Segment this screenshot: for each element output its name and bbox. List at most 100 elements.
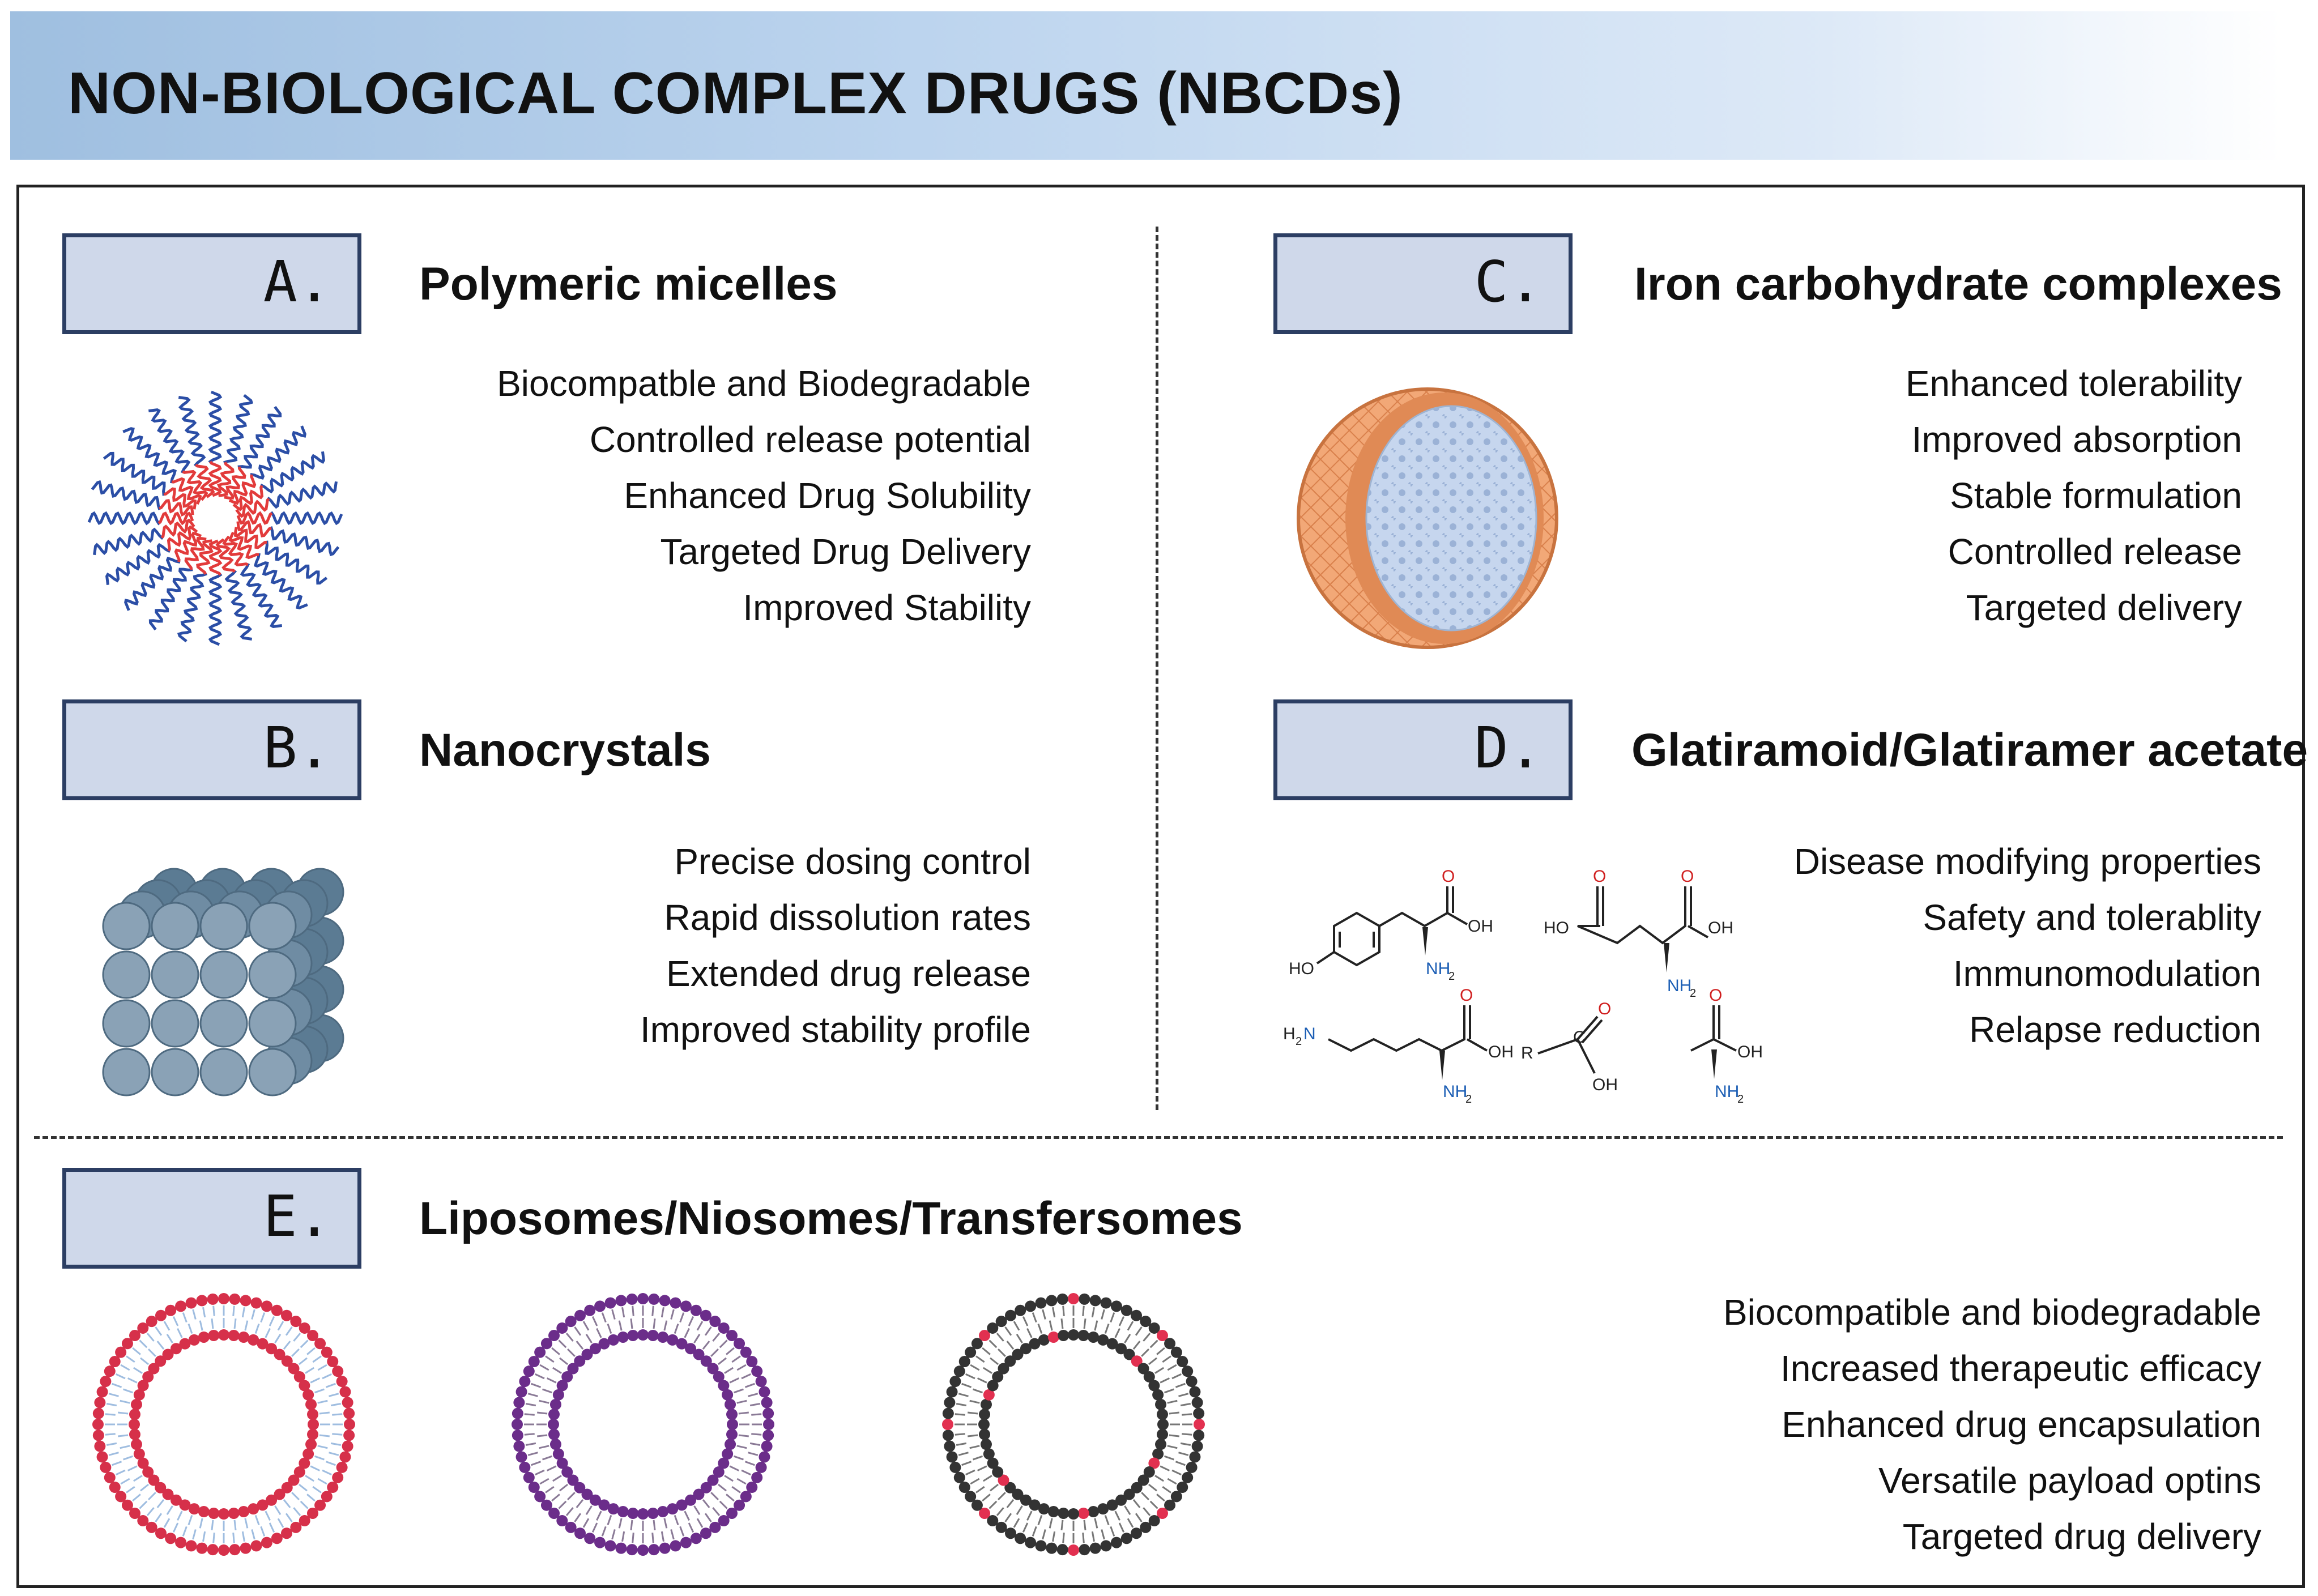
lipid-tail xyxy=(254,1324,260,1334)
lipid-head-inner xyxy=(726,1409,738,1420)
lipid-head-outer xyxy=(995,1521,1007,1533)
lipid-tail xyxy=(1132,1499,1141,1508)
lipid-head-inner xyxy=(978,1428,990,1440)
lipid-tail xyxy=(582,1321,590,1331)
lipid-tail xyxy=(233,1318,237,1329)
feature-item: Improved stability profile xyxy=(640,1009,1031,1050)
lipid-head-inner xyxy=(627,1508,639,1520)
lipid-head-outer xyxy=(740,1491,752,1503)
lipid-head-inner xyxy=(299,1457,310,1469)
lipid-head-outer xyxy=(290,1521,302,1533)
micelle-tail xyxy=(223,394,254,465)
lipid-head-outer xyxy=(615,1542,627,1554)
lipid-tail xyxy=(574,1513,582,1522)
lipid-tail xyxy=(317,1364,327,1371)
lipid-tail xyxy=(632,1533,634,1543)
lipid-tail xyxy=(567,1349,576,1357)
lipid-head-inner xyxy=(713,1466,725,1478)
lipid-head-outer xyxy=(1079,1544,1090,1556)
lipid-head-outer xyxy=(342,1397,353,1409)
lipid-head-outer xyxy=(250,1540,262,1552)
lipid-head-outer xyxy=(1046,1295,1058,1307)
lipid-tail xyxy=(202,1307,206,1318)
lipid-head-inner xyxy=(302,1389,314,1401)
lipid-head-inner xyxy=(148,1474,160,1486)
lipid-head-outer xyxy=(512,1419,523,1430)
lipid-tail xyxy=(961,1461,972,1466)
lipid-tail xyxy=(133,1367,143,1374)
lipid-tail xyxy=(558,1339,567,1349)
lipid-tail xyxy=(182,1312,188,1323)
lipid-head-inner xyxy=(676,1499,688,1511)
micelle-tail xyxy=(269,526,340,557)
lipid-head-outer xyxy=(1005,1309,1016,1321)
chem-label: R xyxy=(1521,1044,1533,1062)
lipid-head-inner xyxy=(589,1494,601,1506)
lipid-head-inner xyxy=(607,1503,619,1515)
micelle-tail xyxy=(254,553,308,609)
chem-label: O xyxy=(1598,1000,1611,1018)
lipid-head-outer xyxy=(165,1304,177,1316)
lipid-head-outer xyxy=(175,1300,187,1312)
lipid-head-inner xyxy=(548,1419,559,1430)
nanocrystal-illustration xyxy=(102,868,344,1096)
lipid-head-outer xyxy=(306,1330,318,1342)
lipid-head-inner xyxy=(657,1331,669,1343)
lipid-head-outer xyxy=(604,1540,616,1552)
lipid-tail xyxy=(576,1341,584,1350)
lipid-head-inner xyxy=(1097,1503,1109,1515)
micelle-tail xyxy=(87,511,161,526)
lipid-tail xyxy=(679,1526,685,1537)
lipid-head-outer xyxy=(548,1507,560,1519)
crystal-sphere xyxy=(102,1048,151,1096)
lipid-head-outer xyxy=(1140,1316,1152,1328)
lipid-tail xyxy=(1083,1318,1086,1329)
lipid-head-inner xyxy=(567,1363,579,1375)
lipid-head-outer xyxy=(175,1537,187,1548)
lipid-head-outer xyxy=(229,1293,241,1305)
lipid-tail xyxy=(663,1518,668,1529)
lipid-tail xyxy=(244,1320,249,1331)
lipid-head-outer xyxy=(1025,1300,1037,1312)
lipid-head-inner xyxy=(170,1494,182,1506)
lipid-head-outer xyxy=(1120,1533,1132,1544)
lipid-tail xyxy=(653,1318,656,1329)
lipid-tail xyxy=(148,1349,156,1357)
lipid-head-inner xyxy=(978,1409,990,1420)
micelle-core-chain xyxy=(234,527,267,549)
lipid-tail xyxy=(156,1341,165,1350)
section-b-title: Nanocrystals xyxy=(419,724,711,776)
lipid-tail xyxy=(293,1507,301,1516)
lipid-tail xyxy=(155,1513,163,1522)
lipid-head-inner xyxy=(1155,1398,1167,1410)
lipid-tail xyxy=(1154,1475,1164,1482)
lipid-tail xyxy=(1114,1510,1120,1521)
lipid-tail xyxy=(314,1388,325,1394)
lipid-head-outer xyxy=(556,1515,568,1527)
micelle-core-chain xyxy=(163,487,197,510)
lipid-head-inner xyxy=(1038,1503,1050,1515)
lipid-tail xyxy=(166,1334,173,1343)
lipid-tail xyxy=(1052,1307,1056,1318)
lipid-tail xyxy=(1149,1500,1158,1509)
lipid-head-outer xyxy=(281,1309,292,1321)
lipid-head-inner xyxy=(722,1448,734,1460)
lipid-tail xyxy=(325,1461,336,1466)
chem-label: O xyxy=(1593,867,1606,886)
lipid-head-inner xyxy=(257,1499,269,1511)
lipid-tail xyxy=(982,1347,991,1355)
lipid-tail xyxy=(233,1520,237,1530)
lipid-head-outer xyxy=(155,1309,167,1321)
lipid-tail xyxy=(970,1364,980,1371)
lipid-head-outer xyxy=(965,1346,977,1358)
lipid-tail xyxy=(1091,1531,1095,1542)
micelle-core-chain xyxy=(184,537,207,570)
lipid-head-outer xyxy=(115,1491,127,1503)
lipid-tail xyxy=(1148,1483,1157,1492)
lipid-tail xyxy=(688,1316,694,1326)
lipid-head-inner xyxy=(992,1371,1004,1382)
micelle-tail xyxy=(122,427,177,484)
lipid-head-inner xyxy=(556,1380,568,1392)
lipid-head-outer xyxy=(751,1471,763,1483)
lipid-head-inner xyxy=(162,1349,174,1360)
